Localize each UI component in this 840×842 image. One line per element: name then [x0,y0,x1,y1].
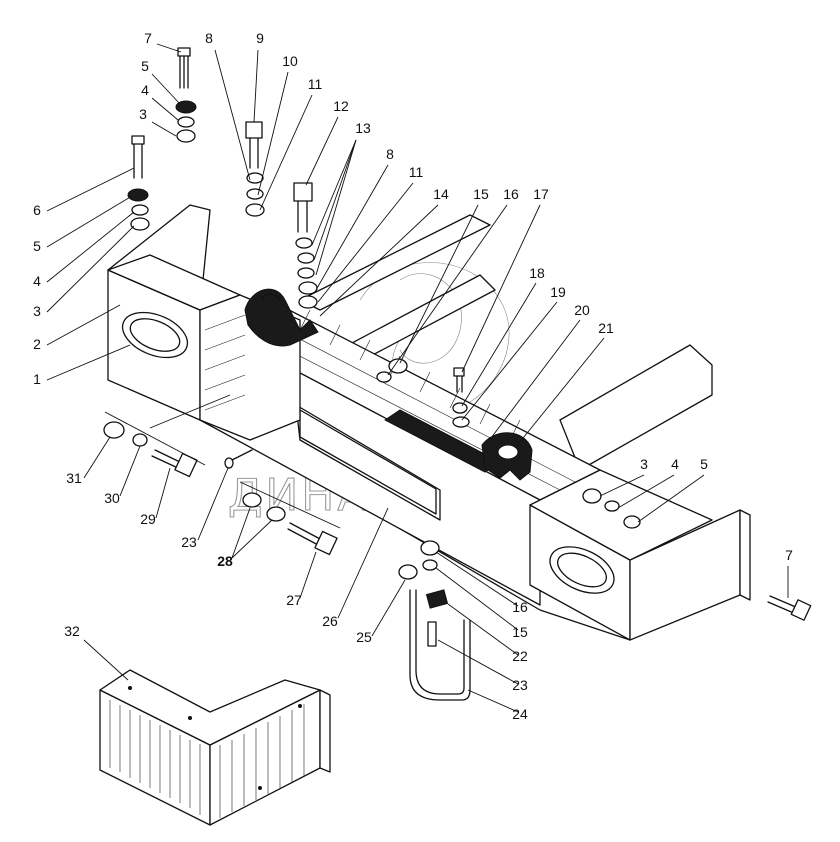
fastener-left-31-30-29 [103,421,198,478]
callout-c8b: 8 [386,146,394,162]
bumper-beam [107,204,751,641]
callout-c18: 18 [529,265,545,281]
callout-c17: 17 [533,186,549,202]
callout-c16a: 16 [503,186,519,202]
callout-c14: 14 [433,186,449,202]
fastener-stack-6-5-4-3 [127,135,150,231]
callout-c20: 20 [574,302,590,318]
callout-c7a: 7 [144,30,152,46]
callout-c26: 26 [322,613,338,629]
callout-c11a: 11 [308,76,323,92]
fastener-right-7 [767,595,812,621]
callout-c9: 9 [256,30,264,46]
callout-c5a: 5 [141,58,149,74]
callout-c15b: 15 [512,624,528,640]
fastener-stack-9-10-11 [245,121,265,217]
leader-lines [46,43,789,713]
callout-c3c: 3 [640,456,648,472]
u-bolt-clamp [398,540,471,701]
fastener-right-3-4-5 [582,488,641,529]
callout-c2: 2 [33,336,41,352]
callout-c24: 24 [512,706,528,722]
callout-c28: 28 [217,553,233,569]
callout-c31: 31 [66,470,82,486]
callout-c3b: 3 [33,303,41,319]
callout-c13: 13 [355,120,371,136]
callout-c11b: 11 [409,164,424,180]
callout-c6: 6 [33,202,41,218]
callout-c12: 12 [333,98,349,114]
callout-c3a: 3 [139,106,147,122]
callout-c5c: 5 [700,456,708,472]
fastener-15-16-nut-washer [376,358,408,383]
fastener-23-28-27 [224,449,338,556]
callout-c15a: 15 [473,186,489,202]
callout-c23b: 23 [512,677,528,693]
callout-c29: 29 [140,511,156,527]
fastener-stack-17-18-19 [452,367,470,428]
callout-c19: 19 [550,284,566,300]
callout-c4b: 4 [33,273,41,289]
tow-hook-center [481,432,533,481]
fastener-stack-12-13 [293,182,318,309]
fastener-stack-7-5-4-3 [175,47,197,143]
callout-c1: 1 [33,371,41,387]
callout-c23a: 23 [181,534,197,550]
callout-c8a: 8 [205,30,213,46]
callout-c7b: 7 [785,547,793,563]
callout-c10: 10 [282,53,298,69]
tow-hook-left [244,288,319,347]
callout-c25: 25 [356,629,372,645]
callout-c5b: 5 [33,238,41,254]
callout-c32: 32 [64,623,80,639]
callout-c30: 30 [104,490,120,506]
callout-c21: 21 [598,320,614,336]
callout-c27: 27 [286,592,302,608]
corner-bracket-32 [99,669,331,826]
callout-c16b: 16 [512,599,528,615]
callout-c22: 22 [512,648,528,664]
callout-c4c: 4 [671,456,679,472]
callout-c4a: 4 [141,82,149,98]
